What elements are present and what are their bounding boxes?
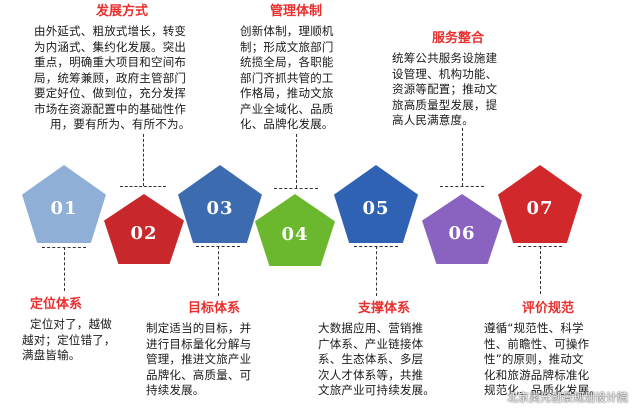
block-body: 统筹公共服务设施建 设管理、机构功能、 资源等配置；推动文 旅高质量型发展，提 … <box>392 51 562 129</box>
block-management-system: 管理体制 创新体制，理顺机 制；形成文旅部门 统揽全局，各职能 部门齐抓共管的工… <box>240 4 370 133</box>
block-line: 系、生态体系、多层 <box>318 352 424 366</box>
block-line: 资源等配置；推动文 <box>392 82 498 96</box>
block-line: 规范化、品质化发展。 <box>484 383 601 397</box>
connector-line-04 <box>296 134 297 188</box>
block-line: 部门齐抓共管的工 <box>240 70 334 85</box>
pentagon-02: 02 <box>104 194 184 264</box>
block-title: 支撑体系 <box>358 301 411 316</box>
block-title: 发展方式 <box>96 4 149 19</box>
connector-line-04-h <box>274 188 318 189</box>
connector-line-02 <box>143 134 144 186</box>
block-title: 服务整合 <box>432 31 485 46</box>
block-line: 化和旅游品牌标准化 <box>484 367 590 382</box>
block-line: 文旅产业可持续发展。 <box>318 383 435 397</box>
block-line: 统揽全局，各职能 <box>240 55 334 69</box>
connector-line-06 <box>462 128 463 186</box>
pentagon-05: 05 <box>334 165 418 243</box>
block-line: 为内涵式、集约化发展。突出 <box>34 39 187 54</box>
block-positioning-system: 定位体系 定位对了，越做 越对；定位错了， 满盘皆输。 <box>22 297 132 364</box>
block-line: 品牌化、高质量、可 <box>146 367 252 382</box>
block-line: 化、品牌化发展。 <box>240 117 334 131</box>
block-line: 创新体制，理顺机 <box>240 24 334 38</box>
connector-line-02-h <box>120 186 166 187</box>
block-line: 遵循“规范性、科学 <box>484 321 584 335</box>
connector-line-05 <box>376 246 377 296</box>
block-support-system: 支撑体系 大数据应用、营销推 广体系、产业链接体 系、生态体系、多层 次人才体系… <box>318 301 462 399</box>
block-line: 统筹公共服务设施建 <box>392 51 498 65</box>
block-target-system: 目标体系 制定适当的目标，并 进行目标量化分解与 管理，推进文旅产业 品牌化、高… <box>146 301 286 399</box>
pentagon-01: 01 <box>22 165 106 243</box>
block-service-integration: 服务整合 统筹公共服务设施建 设管理、机构功能、 资源等配置；推动文 旅高质量型… <box>392 31 562 129</box>
pentagon-label: 01 <box>50 197 78 219</box>
block-line: 满盘皆输。 <box>22 348 81 362</box>
pentagon-label: 02 <box>130 222 158 244</box>
block-title: 定位体系 <box>30 297 83 312</box>
block-title: 目标体系 <box>188 301 241 316</box>
connector-line-03 <box>218 246 219 296</box>
block-line: 市场在资源配置中的基础性作 <box>34 101 187 116</box>
block-body: 由外延式、粗放式增长，转变 为内涵式、集约化发展。突出 重点，明确重大项目和空间… <box>34 24 239 133</box>
watermark: 北京奥元创景规划设计院 <box>507 391 628 404</box>
pentagon-label: 03 <box>206 197 234 219</box>
block-title: 评价规范 <box>522 301 575 316</box>
pentagon-label: 05 <box>362 197 390 219</box>
block-development-mode: 发展方式 由外延式、粗放式增长，转变 为内涵式、集约化发展。突出 重点，明确重大… <box>34 4 239 133</box>
connector-line-06-h <box>440 186 484 187</box>
block-title: 管理体制 <box>270 4 323 19</box>
block-line: 次人才体系等，共推 <box>318 367 424 382</box>
block-line: 持续发展。 <box>146 383 205 397</box>
block-line: 广体系、产业链接体 <box>318 336 424 351</box>
pentagon-label: 06 <box>448 222 476 244</box>
block-line: 进行目标量化分解与 <box>146 336 252 351</box>
connector-line-07 <box>540 246 541 294</box>
block-line: 越对；定位错了， <box>22 332 116 347</box>
block-body: 创新体制，理顺机 制；形成文旅部门 统揽全局，各职能 部门齐抓共管的工 作格局，… <box>240 24 370 133</box>
block-line: 高人民满意度。 <box>392 113 474 127</box>
block-line: 旅高质量型发展，提 <box>392 97 498 112</box>
block-line: 产业全域化、品质 <box>240 101 334 116</box>
pentagon-07: 07 <box>498 165 582 243</box>
pentagon-04: 04 <box>255 194 335 266</box>
block-line: 局，统筹兼顾，政府主管部门 <box>34 70 187 85</box>
block-line: 制定适当的目标，并 <box>146 321 252 335</box>
pentagon-03: 03 <box>178 165 262 243</box>
block-line: 设管理、机构功能、 <box>392 66 498 81</box>
block-line: 定位对了，越做 <box>30 317 112 331</box>
block-line: 用，要有所为、有所不为。 <box>50 117 191 131</box>
block-line: 性”的原则，推动文 <box>484 352 584 366</box>
block-line: 性、前瞻性、可操作 <box>484 336 590 351</box>
pentagon-06: 06 <box>422 194 502 264</box>
pentagon-label: 04 <box>281 223 309 245</box>
block-line: 由外延式、粗放式增长，转变 <box>34 24 187 38</box>
pentagon-label: 07 <box>526 197 554 219</box>
block-line: 管理，推进文旅产业 <box>146 352 252 366</box>
block-line: 制；形成文旅部门 <box>240 39 334 54</box>
block-line: 大数据应用、营销推 <box>318 321 424 335</box>
connector-line-01 <box>64 247 65 291</box>
block-body: 遵循“规范性、科学 性、前瞻性、可操作 性”的原则，推动文 化和旅游品牌标准化 … <box>484 321 630 399</box>
block-line: 要定好位、做到位，充分发挥 <box>34 86 187 100</box>
block-evaluation-standard: 评价规范 遵循“规范性、科学 性、前瞻性、可操作 性”的原则，推动文 化和旅游品… <box>484 301 630 399</box>
block-body: 定位对了，越做 越对；定位错了， 满盘皆输。 <box>22 317 132 364</box>
block-line: 作格局，推动文旅 <box>240 86 334 100</box>
block-body: 大数据应用、营销推 广体系、产业链接体 系、生态体系、多层 次人才体系等，共推 … <box>318 321 462 399</box>
block-body: 制定适当的目标，并 进行目标量化分解与 管理，推进文旅产业 品牌化、高质量、可 … <box>146 321 286 399</box>
block-line: 重点，明确重大项目和空间布 <box>34 55 187 69</box>
